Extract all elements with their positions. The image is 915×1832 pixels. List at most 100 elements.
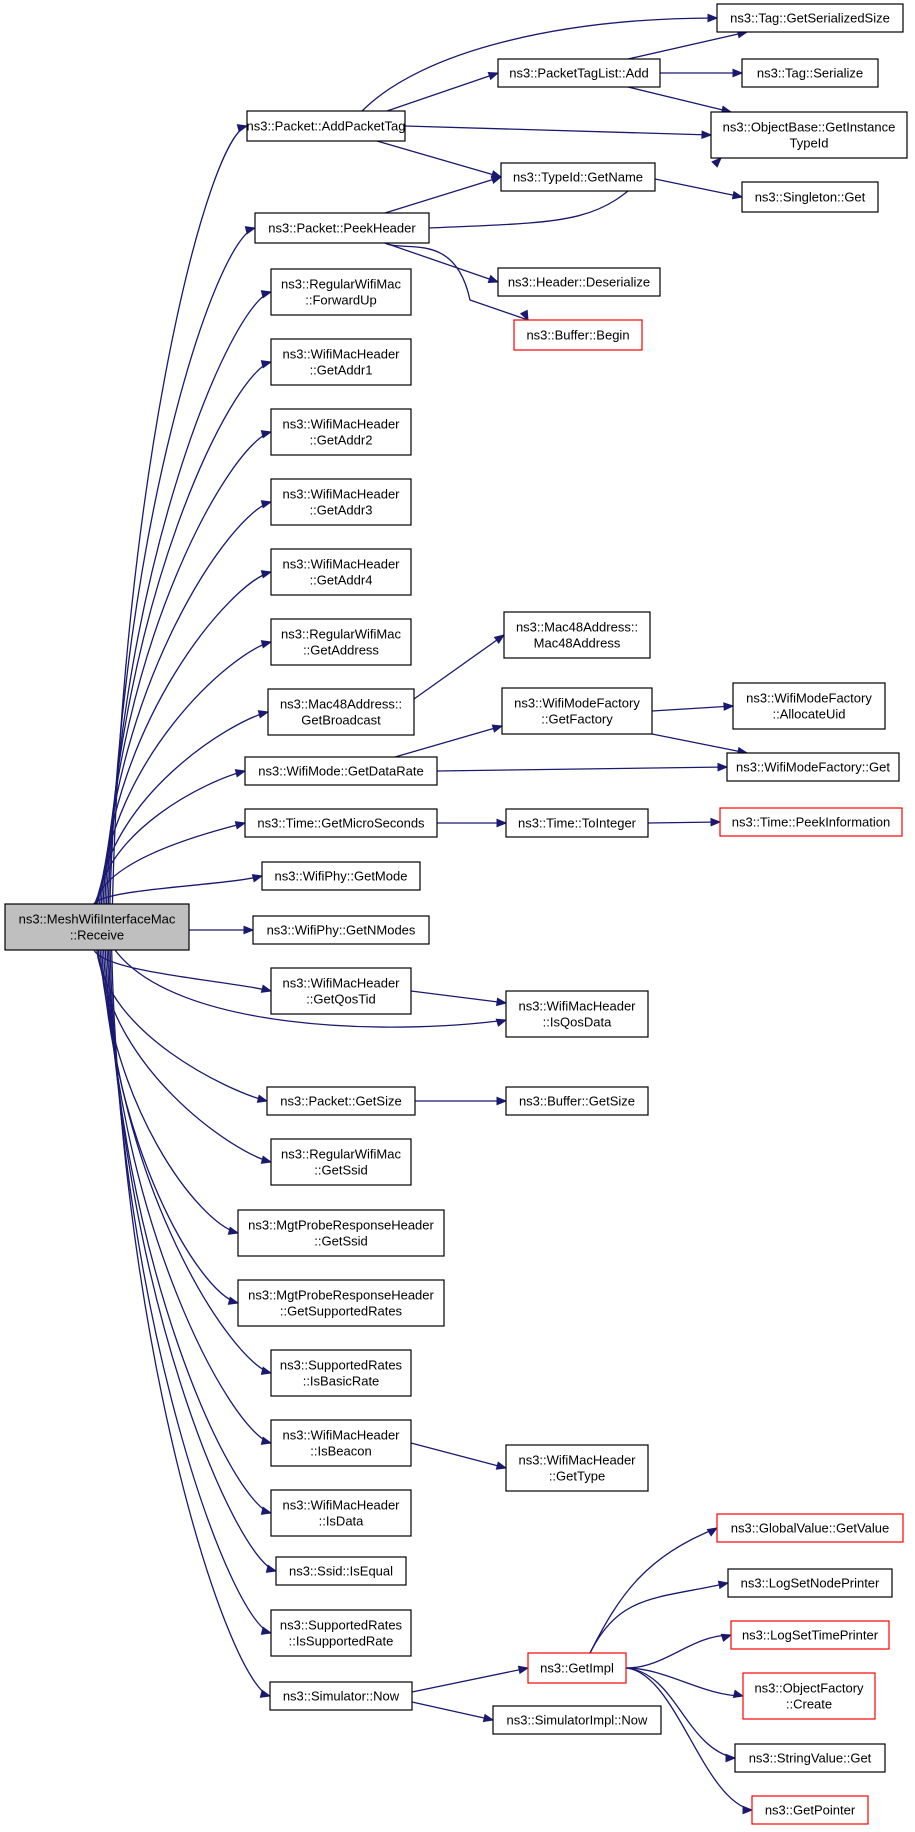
node-box	[513, 319, 643, 351]
node-label-line: ns3::RegularWifiMac	[281, 627, 401, 642]
node-tagSerialize[interactable]: ns3::Tag::Serialize	[741, 58, 879, 88]
edge-root-to-getDataRate-arrowhead	[234, 769, 247, 778]
node-label-line: ::GetQosTid	[306, 992, 376, 1007]
node-label-line: ns3::WifiMacHeader	[282, 487, 400, 502]
node-box	[742, 1672, 876, 1720]
edge-root-to-getMicroSeconds	[94, 822, 246, 905]
edge-getImpl-to-objectFactoryCreate	[625, 1667, 744, 1697]
node-mac48Ctor[interactable]: ns3::Mac48Address::Mac48Address	[503, 611, 651, 659]
node-getImpl[interactable]: ns3::GetImpl	[527, 1652, 627, 1684]
node-getSsidMgt[interactable]: ns3::MgtProbeResponseHeader::GetSsid	[237, 1209, 445, 1257]
node-singletonGet[interactable]: ns3::Singleton::Get	[741, 181, 879, 213]
node-label-line: ns3::ObjectFactory	[754, 1681, 864, 1696]
node-isSupportedRate[interactable]: ns3::SupportedRates::IsSupportedRate	[270, 1609, 412, 1657]
node-addPacketTag[interactable]: ns3::Packet::AddPacketTag	[246, 110, 406, 142]
edge-root-to-peekHeader	[109, 227, 256, 905]
node-objectFactoryCreate[interactable]: ns3::ObjectFactory::Create	[742, 1672, 876, 1720]
node-packetTagListAdd[interactable]: ns3::PacketTagList::Add	[497, 58, 661, 88]
edge-simNow-to-simImplNow-arrowhead	[482, 1713, 495, 1723]
node-label-line: ::GetSupportedRates	[280, 1304, 403, 1319]
node-getSsidRWM[interactable]: ns3::RegularWifiMac::GetSsid	[270, 1138, 412, 1186]
node-box	[270, 548, 412, 596]
edge-getImpl-to-logSetNodePrinter-arrowhead	[717, 1580, 730, 1590]
node-getBroadcast[interactable]: ns3::Mac48Address::GetBroadcast	[267, 688, 415, 736]
node-getPointer[interactable]: ns3::GetPointer	[751, 1795, 869, 1825]
node-getAddr1[interactable]: ns3::WifiMacHeader::GetAddr1	[270, 338, 412, 386]
node-box	[719, 807, 903, 837]
node-logSetTimePrinter[interactable]: ns3::LogSetTimePrinter	[730, 1620, 890, 1650]
node-bufferBegin[interactable]: ns3::Buffer::Begin	[513, 319, 643, 351]
edge-root-to-getAddress-arrowhead	[260, 640, 273, 649]
node-label-line: ::GetType	[549, 1469, 605, 1484]
node-logSetNodePrinter[interactable]: ns3::LogSetNodePrinter	[727, 1568, 893, 1598]
node-getSize[interactable]: ns3::Packet::GetSize	[266, 1086, 416, 1116]
node-label-line: ::GetAddr2	[310, 433, 373, 448]
node-typeIdGetName[interactable]: ns3::TypeId::GetName	[500, 162, 656, 192]
node-getAddr2[interactable]: ns3::WifiMacHeader::GetAddr2	[270, 408, 412, 456]
node-isEqual[interactable]: ns3::Ssid::IsEqual	[275, 1556, 407, 1586]
node-isBasicRate[interactable]: ns3::SupportedRates::IsBasicRate	[270, 1349, 412, 1397]
node-box	[732, 682, 886, 730]
node-root[interactable]: ns3::MeshWifiInterfaceMac::Receive	[4, 903, 190, 951]
edge-root-to-isBeacon-arrowhead	[260, 1436, 273, 1445]
edge-root-to-getAddr4-arrowhead	[260, 570, 273, 579]
node-getSupportedRates[interactable]: ns3::MgtProbeResponseHeader::GetSupporte…	[237, 1279, 445, 1327]
edge-getImpl-to-objectFactoryCreate-arrowhead	[732, 1689, 745, 1699]
node-isData[interactable]: ns3::WifiMacHeader::IsData	[270, 1489, 412, 1537]
node-getDataRate[interactable]: ns3::WifiMode::GetDataRate	[244, 756, 438, 786]
node-label-line: TypeId	[789, 136, 828, 151]
node-allocateUid[interactable]: ns3::WifiModeFactory::AllocateUid	[732, 682, 886, 730]
edge-root-to-getAddr4	[100, 571, 272, 905]
node-box	[254, 212, 430, 244]
node-label-line: ::GetAddr4	[310, 573, 373, 588]
node-label-line: ns3::GlobalValue::GetValue	[731, 1521, 890, 1536]
node-getQosTid[interactable]: ns3::WifiMacHeader::GetQosTid	[270, 967, 412, 1015]
node-label-line: ::Create	[786, 1697, 832, 1712]
node-getMicroSeconds[interactable]: ns3::Time::GetMicroSeconds	[244, 808, 438, 838]
node-getAddr3[interactable]: ns3::WifiMacHeader::GetAddr3	[270, 478, 412, 526]
edge-root-to-isQosData-arrowhead	[495, 1018, 508, 1027]
node-isBeacon[interactable]: ns3::WifiMacHeader::IsBeacon	[270, 1419, 412, 1467]
node-simImplNow[interactable]: ns3::SimulatorImpl::Now	[492, 1705, 662, 1735]
edge-typeIdGetName-to-singletonGet-arrowhead	[731, 190, 744, 200]
edge-peekHeader-to-bufferBegin-arrowhead	[519, 309, 529, 322]
node-label-line: ns3::GetImpl	[540, 1661, 614, 1676]
edge-peekHeader-to-typeIdGetName-arrowhead	[490, 175, 503, 184]
edge-peekHeader-to-headerDeserialize	[384, 242, 499, 283]
node-label-line: ns3::SupportedRates	[280, 1358, 403, 1373]
node-getType[interactable]: ns3::WifiMacHeader::GetType	[505, 1444, 649, 1492]
edge-addPacketTag-to-packetTagListAdd	[386, 72, 499, 112]
edge-packetTagListAdd-to-tagSerialize-arrowhead	[732, 68, 744, 78]
node-tagGetSerializedSize[interactable]: ns3::Tag::GetSerializedSize	[716, 3, 904, 33]
edge-packetTagListAdd-to-tagGetSerializedSize	[627, 31, 748, 60]
node-box	[252, 915, 430, 945]
node-simNow[interactable]: ns3::Simulator::Now	[269, 1681, 413, 1711]
node-peekHeader[interactable]: ns3::Packet::PeekHeader	[254, 212, 430, 244]
node-headerDeserialize[interactable]: ns3::Header::Deserialize	[497, 267, 661, 297]
node-isQosData[interactable]: ns3::WifiMacHeader::IsQosData	[505, 990, 649, 1038]
node-label-line: ns3::SimulatorImpl::Now	[507, 1713, 648, 1728]
edge-toInteger-to-peekInformation-arrowhead	[710, 817, 722, 827]
node-globalValueGetValue[interactable]: ns3::GlobalValue::GetValue	[716, 1513, 904, 1543]
node-box	[527, 1652, 627, 1684]
node-toInteger[interactable]: ns3::Time::ToInteger	[505, 808, 649, 838]
node-box	[500, 162, 656, 192]
node-box	[269, 1681, 413, 1711]
node-wmfGet[interactable]: ns3::WifiModeFactory::Get	[726, 752, 900, 782]
node-label-line: ns3::Buffer::Begin	[526, 328, 629, 343]
edge-getDataRate-to-getFactory	[394, 725, 503, 758]
edge-root-to-getMicroSeconds-arrowhead	[234, 821, 247, 830]
node-bufferGetSize[interactable]: ns3::Buffer::GetSize	[505, 1086, 649, 1116]
node-getAddr4[interactable]: ns3::WifiMacHeader::GetAddr4	[270, 548, 412, 596]
node-forwardUp[interactable]: ns3::RegularWifiMac::ForwardUp	[270, 268, 412, 316]
node-label-line: ::Receive	[70, 928, 124, 943]
node-getNModes[interactable]: ns3::WifiPhy::GetNModes	[252, 915, 430, 945]
node-getMode[interactable]: ns3::WifiPhy::GetMode	[261, 861, 421, 891]
node-getAddress[interactable]: ns3::RegularWifiMac::GetAddress	[270, 618, 412, 666]
node-stringValueGet[interactable]: ns3::StringValue::Get	[734, 1743, 886, 1773]
node-box	[270, 478, 412, 526]
node-peekInformation[interactable]: ns3::Time::PeekInformation	[719, 807, 903, 837]
node-getFactory[interactable]: ns3::WifiModeFactory::GetFactory	[501, 687, 653, 735]
node-label-line: ns3::Simulator::Now	[283, 1689, 400, 1704]
